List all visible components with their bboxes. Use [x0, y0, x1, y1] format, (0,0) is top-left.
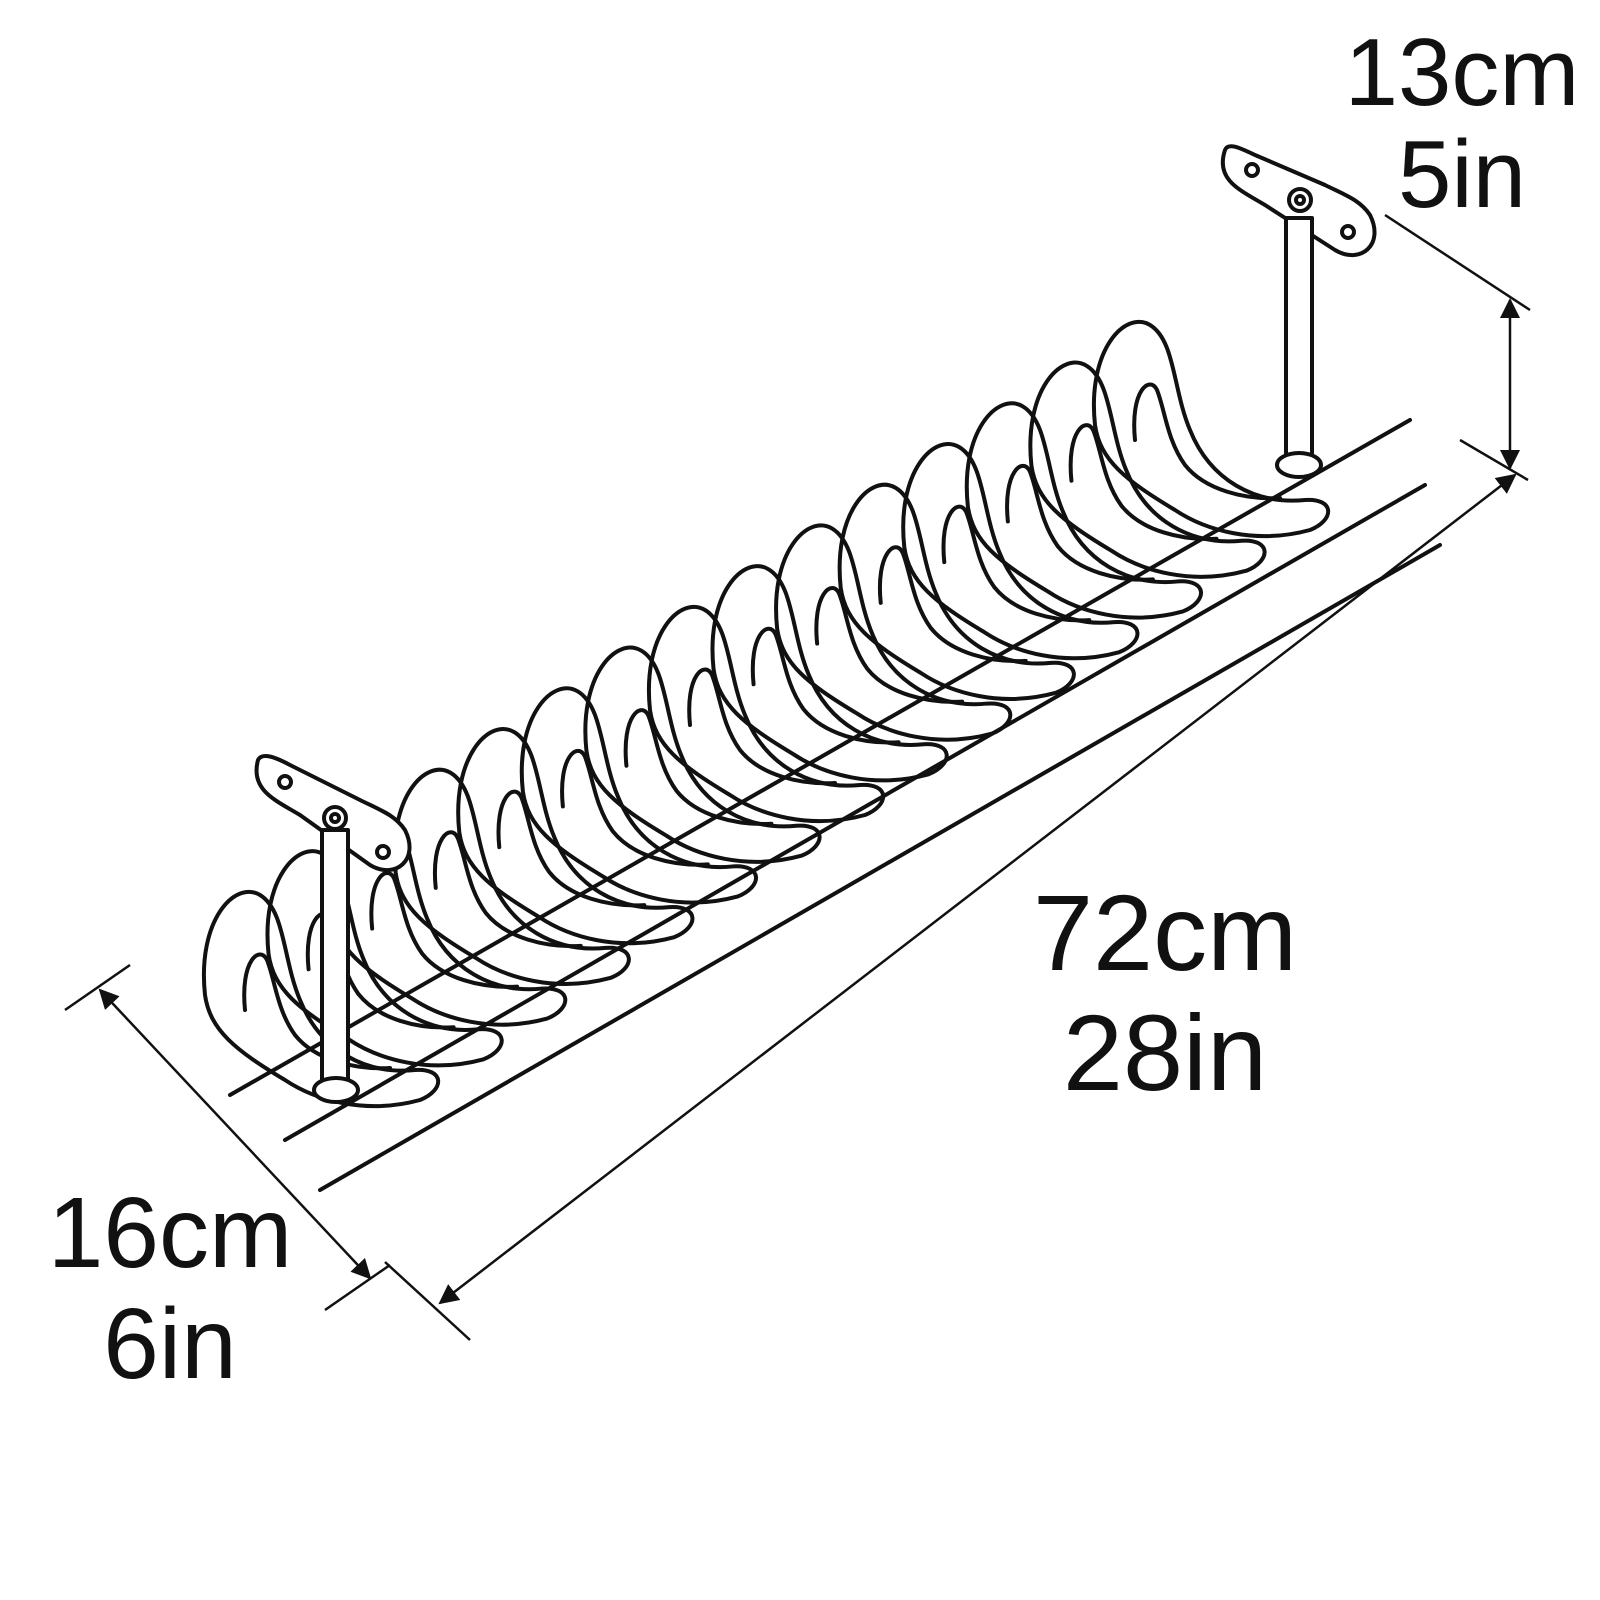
- mount-bracket-right: [1220, 144, 1377, 479]
- mount-foot-left: [312, 1076, 360, 1104]
- wire-finger-outer: [519, 686, 758, 905]
- length-ext-left: [384, 1261, 471, 1341]
- mount-hole-right-1: [1244, 162, 1260, 178]
- wire-finger-outer: [1028, 360, 1267, 579]
- mount-foot-right: [1275, 451, 1323, 479]
- wire-finger-outer: [583, 645, 822, 864]
- wire-finger-inner: [1132, 382, 1282, 501]
- wire-finger-outer: [837, 482, 1076, 701]
- depth-dim-line: [98, 988, 372, 1280]
- mount-post-right: [1284, 216, 1314, 465]
- depth-ext-bottom: [324, 1263, 391, 1312]
- mount-screw-left-inner: [329, 812, 341, 824]
- height-metric-label: 13cm: [1345, 19, 1580, 126]
- mount-hole-right-2: [1340, 224, 1356, 240]
- height-ext-top: [1384, 213, 1531, 312]
- mount-hole-left-2: [375, 844, 391, 860]
- wire-finger-outer: [964, 401, 1203, 620]
- wire-finger-outer: [774, 523, 1013, 742]
- mount-screw-right-inner: [1294, 194, 1306, 206]
- wire-finger-outer: [392, 767, 631, 986]
- depth-metric-label: 16cm: [48, 1177, 293, 1289]
- wire-finger-outer: [901, 442, 1140, 661]
- length-imperial-label: 28in: [1063, 992, 1267, 1113]
- length-metric-label: 72cm: [1033, 872, 1297, 993]
- height-ext-bottom: [1459, 438, 1529, 482]
- dimension-lines: [64, 213, 1531, 1341]
- depth-imperial-label: 6in: [103, 1288, 236, 1400]
- wire-finger-outer: [456, 727, 695, 946]
- length-dim-line: [438, 473, 1517, 1305]
- mount-post-left: [320, 828, 350, 1087]
- wire-finger-outer: [710, 564, 949, 783]
- depth-ext-top: [64, 963, 131, 1012]
- height-imperial-label: 5in: [1398, 121, 1526, 228]
- mount-hole-left-1: [277, 774, 293, 790]
